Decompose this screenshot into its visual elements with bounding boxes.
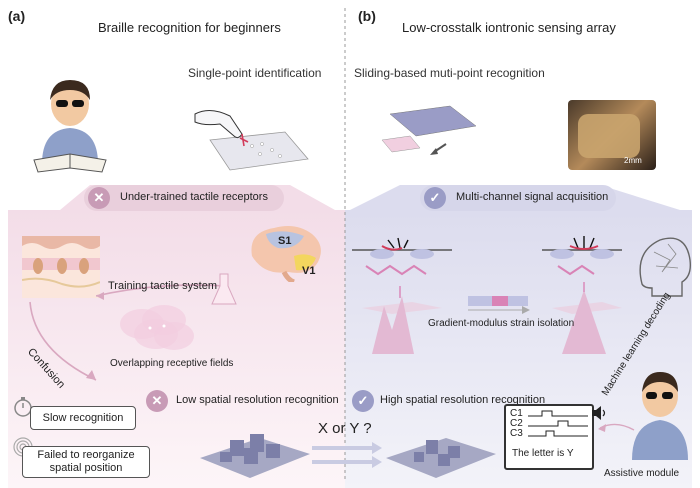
panel-b-subtitle: Sliding-based muti-point recognition [354, 66, 545, 80]
speaker-icon [592, 406, 606, 420]
blurred-cube-array [200, 434, 310, 478]
channel-c3-label: C3 [510, 428, 523, 439]
sharp-cube-array [386, 438, 496, 478]
receptive-fields-illustration [120, 305, 194, 350]
panel-b-background [345, 210, 692, 488]
brain-s1-label: S1 [278, 235, 292, 247]
letter-result-text: The letter is Y [512, 448, 574, 459]
training-arrow [96, 273, 237, 305]
x-mark-icon: ✕ [88, 187, 110, 209]
monitor-screen: C1 C2 C3 The letter is Y [504, 404, 594, 470]
x-or-y-question: X or Y ? [318, 420, 372, 437]
multi-channel-label: Multi-channel signal acquisition [456, 191, 609, 203]
channel-c2-label: C2 [510, 418, 523, 429]
channel-signal-traces [528, 410, 588, 437]
low-resolution-label: Low spatial resolution recognition [176, 394, 339, 406]
brain-illustration [251, 226, 321, 282]
under-trained-label: Under-trained tactile receptors [120, 191, 268, 203]
x-mark-icon: ✕ [146, 390, 168, 412]
braille-hand-illustration [194, 110, 309, 171]
channel-c1-label: C1 [510, 408, 523, 419]
panel-b-letter: (b) [358, 8, 376, 24]
head-network-icon [639, 237, 692, 297]
assistive-child-illustration [632, 372, 688, 460]
failed-reorganize-box: Failed to reorganize spatial position [22, 446, 150, 478]
multi-channel-pill: ✓ Multi-channel signal acquisition [420, 185, 616, 211]
failed-box-line2: spatial position [49, 462, 123, 474]
confusion-arrow [29, 301, 97, 381]
high-resolution-label: High spatial resolution recognition [380, 394, 546, 406]
assistive-arrow [598, 423, 635, 432]
device-photo: 2mm [568, 100, 656, 170]
panel-a-subtitle: Single-point identification [188, 66, 322, 80]
assistive-module-label: Assistive module [604, 468, 680, 479]
receptive-fields-label: Overlapping receptive fields [110, 358, 234, 369]
strain-isolation-diagram [352, 236, 622, 354]
scale-bar-label: 2mm [624, 156, 642, 165]
failed-box-line1: Failed to reorganize [37, 449, 135, 461]
slow-recognition-box: Slow recognition [30, 406, 136, 430]
device-sheet [578, 114, 640, 158]
brain-v1-label: V1 [302, 265, 316, 277]
sensor-array-illustration [381, 105, 477, 155]
training-label: Training tactile system [108, 280, 218, 292]
check-mark-icon: ✓ [352, 390, 374, 412]
child-reading-illustration [33, 80, 107, 173]
panel-a-title: Braille recognition for beginners [98, 20, 281, 35]
comparison-arrows [312, 442, 382, 468]
gradient-modulus-label: Gradient-modulus strain isolation [428, 318, 575, 329]
skin-cross-section [22, 236, 100, 298]
under-trained-pill: ✕ Under-trained tactile receptors [84, 185, 284, 211]
panel-a-letter: (a) [8, 8, 26, 24]
check-mark-icon: ✓ [424, 187, 446, 209]
panel-b-title: Low-crosstalk iontronic sensing array [402, 20, 616, 35]
